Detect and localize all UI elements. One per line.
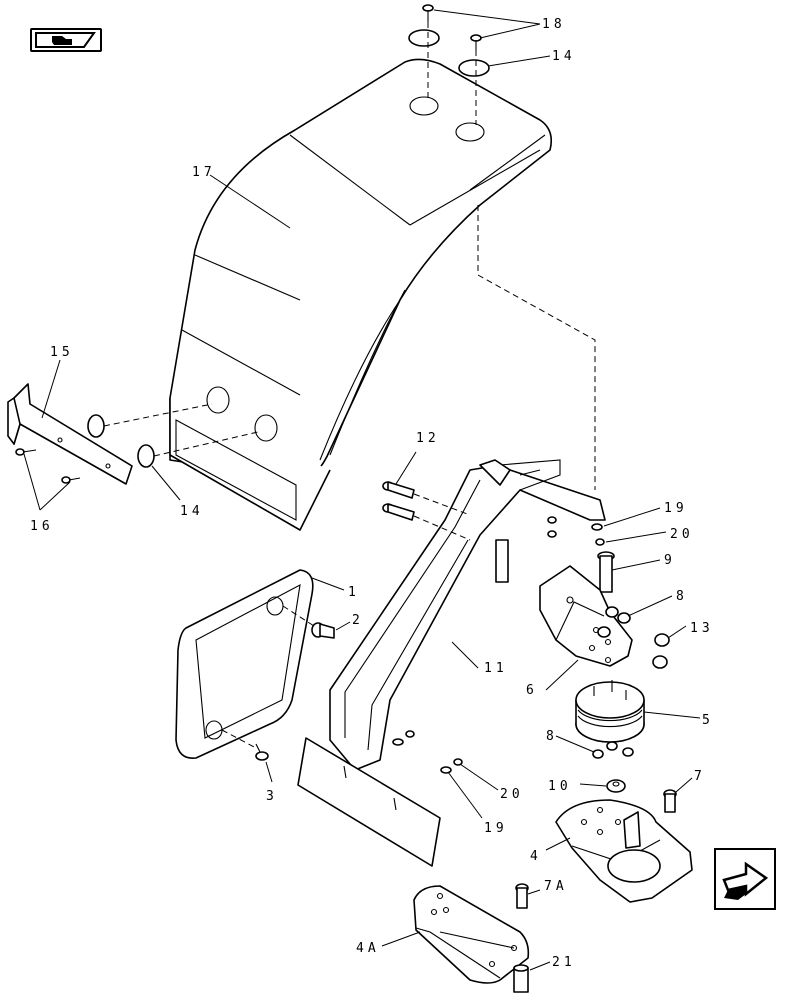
callout-13: 13 [690,621,714,636]
callout-5: 5 [702,713,714,728]
nut-part-8-upper[interactable] [597,606,631,638]
next-arrow-glyph [722,861,769,900]
callout-6: 6 [526,683,538,698]
mud-flap-part-11[interactable] [297,737,441,867]
bolt-part-7[interactable] [663,789,677,813]
callout-10: 10 [548,779,572,794]
book-pointer-glyph [35,32,96,48]
cap-part-14-left[interactable] [87,414,155,468]
cap-part-14-top[interactable] [408,29,490,77]
callout-17: 17 [192,165,216,180]
callout-3: 3 [266,789,278,804]
callout-1: 1 [348,585,360,600]
bolt-part-9[interactable] [597,551,615,593]
screw-part-18[interactable] [422,4,482,50]
callout-15: 15 [50,345,74,360]
callout-9: 9 [664,553,676,568]
callout-16: 16 [30,519,54,534]
callout-19-top: 19 [664,501,688,516]
bracket-part-15[interactable] [7,383,133,485]
screw-part-16[interactable] [15,448,81,484]
bracket-part-4[interactable] [555,799,693,903]
callout-20-bottom: 20 [500,787,524,802]
washer-part-19[interactable] [392,523,603,774]
spacer-part-10[interactable] [606,779,626,793]
nut-part-13[interactable] [652,633,670,669]
callout-4a: 4A [356,941,380,956]
nut-part-20[interactable] [405,516,605,766]
callout-12: 12 [416,431,440,446]
next-page-arrow-icon[interactable] [714,848,776,910]
callout-20-top: 20 [670,527,694,542]
book-pointer-icon[interactable] [30,28,102,52]
callout-14-left: 14 [180,504,204,519]
callout-4: 4 [530,849,542,864]
callout-7a: 7A [544,879,568,894]
frame-part-11[interactable] [329,459,606,771]
fender-part-17[interactable] [169,58,553,531]
callout-11: 11 [484,661,508,676]
panel-part-1[interactable] [175,569,314,759]
bolt-part-7a[interactable] [515,883,529,909]
leader-lines [23,9,701,971]
plate-part-4a[interactable] [413,885,530,984]
screw-part-3[interactable] [255,743,269,761]
callout-19-bottom: 19 [484,821,508,836]
nut-part-8-lower[interactable] [592,741,634,759]
bracket-part-6[interactable] [539,565,633,667]
callout-21: 21 [552,955,576,970]
sleeve-part-21[interactable] [513,964,529,993]
callout-8-lower: 8 [546,729,558,744]
callout-18: 18 [542,17,566,32]
screw-part-2[interactable] [311,622,335,639]
callout-labels: 18 14 17 15 16 14 12 1 2 3 11 19 20 9 8 … [30,17,714,970]
callout-2: 2 [352,613,364,628]
callout-8-upper: 8 [676,589,688,604]
callout-14-top: 14 [552,49,576,64]
rubber-mount-part-5[interactable] [575,680,645,743]
callout-7: 7 [694,769,706,784]
bolt-part-12[interactable] [382,481,415,521]
